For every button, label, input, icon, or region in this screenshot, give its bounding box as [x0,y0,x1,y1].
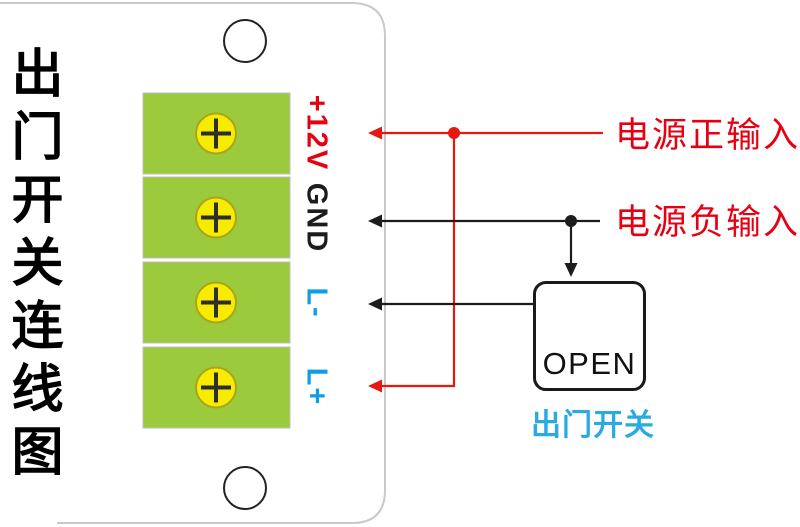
screw-icon [195,366,237,409]
terminal-block-gnd [142,176,291,259]
device-panel-outline [0,2,386,524]
terminal-label-gnd: GND [300,182,333,254]
terminal-block-12v [142,92,291,175]
label-negative-input: 电源负输入 [615,203,800,242]
label-positive-input: 电源正输入 [615,116,800,155]
wire-lminus [368,297,533,311]
screw-icon [195,281,237,324]
terminal-label-lplus: L+ [300,367,333,407]
junction-dot-red [448,127,460,139]
arrowhead-down-icon [564,263,578,277]
wire-negative [368,214,600,277]
arrowhead-left-icon [368,297,382,311]
terminal-label-12v: +12V [300,94,333,172]
junction-dot-black [565,215,577,227]
mounting-hole-bottom-icon [223,466,267,510]
arrowhead-left-icon [368,379,382,393]
terminal-block-lplus [142,346,291,429]
wire-positive [368,126,603,393]
open-button-label: OPEN [542,346,637,381]
switch-caption: 出门开关 [531,409,655,442]
terminal-label-lminus: L- [300,287,333,319]
screw-icon [195,196,237,239]
mounting-hole-top-icon [223,19,267,63]
arrowhead-left-icon [368,214,382,228]
open-button: OPEN [533,281,646,391]
arrowhead-left-icon [368,126,382,140]
screw-icon [195,112,237,155]
diagram-title: 出门开关连线图 [2,46,63,487]
terminal-block-lminus [142,261,291,344]
